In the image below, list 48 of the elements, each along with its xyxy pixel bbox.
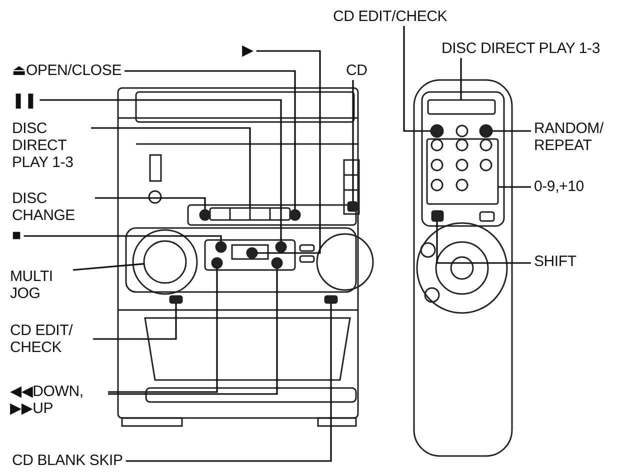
leader-line xyxy=(498,186,531,188)
keypad xyxy=(426,138,499,205)
leader-line xyxy=(436,221,531,264)
callout-label: DISC DIRECT PLAY 1-3 xyxy=(440,40,600,57)
callout-label: CD EDIT/ CHECK xyxy=(10,322,90,356)
callout-label: SHIFT xyxy=(534,253,576,270)
button xyxy=(324,295,338,304)
callout-label: ⏏OPEN/CLOSE xyxy=(12,62,122,79)
jog-dial xyxy=(143,240,187,284)
leader-line xyxy=(93,303,177,340)
button xyxy=(246,247,258,259)
button xyxy=(289,209,301,221)
button xyxy=(211,257,223,269)
callout-label: DISC CHANGE xyxy=(12,190,92,224)
button xyxy=(169,295,183,304)
callout-label: RANDOM/ REPEAT xyxy=(534,120,614,154)
leader-line xyxy=(108,268,218,393)
leader-line xyxy=(460,58,462,100)
callout-label: ▶ xyxy=(242,42,254,59)
leader-line xyxy=(126,303,332,462)
button xyxy=(275,241,287,253)
leader-line xyxy=(24,235,222,242)
button xyxy=(430,124,444,138)
button xyxy=(199,209,211,221)
callout-label: MULTI JOG xyxy=(10,268,70,302)
leader-line xyxy=(403,26,431,132)
callout-label: CD xyxy=(346,62,368,79)
button xyxy=(479,124,493,138)
callout-label: DISC DIRECT PLAY 1-3 xyxy=(12,120,88,171)
leader-line xyxy=(91,127,251,208)
button-row xyxy=(427,99,496,115)
leader-line xyxy=(108,268,278,395)
button xyxy=(215,241,227,253)
button xyxy=(431,210,444,222)
button xyxy=(271,257,283,269)
callout-label: ❚❚ xyxy=(12,92,37,109)
callout-label: 0-9,+10 xyxy=(534,178,584,195)
leader-line xyxy=(492,130,531,132)
leader-line xyxy=(124,70,296,210)
callout-label: ■ xyxy=(12,227,21,244)
leader-line xyxy=(72,263,144,271)
leader-line xyxy=(40,99,282,242)
callout-label: CD BLANK SKIP xyxy=(12,452,123,469)
button-row xyxy=(209,207,291,221)
button xyxy=(347,201,358,212)
leader-line xyxy=(95,197,206,210)
callout-label: ◀◀DOWN, ▶▶UP xyxy=(10,383,105,417)
callout-label: CD EDIT/CHECK xyxy=(333,8,448,25)
